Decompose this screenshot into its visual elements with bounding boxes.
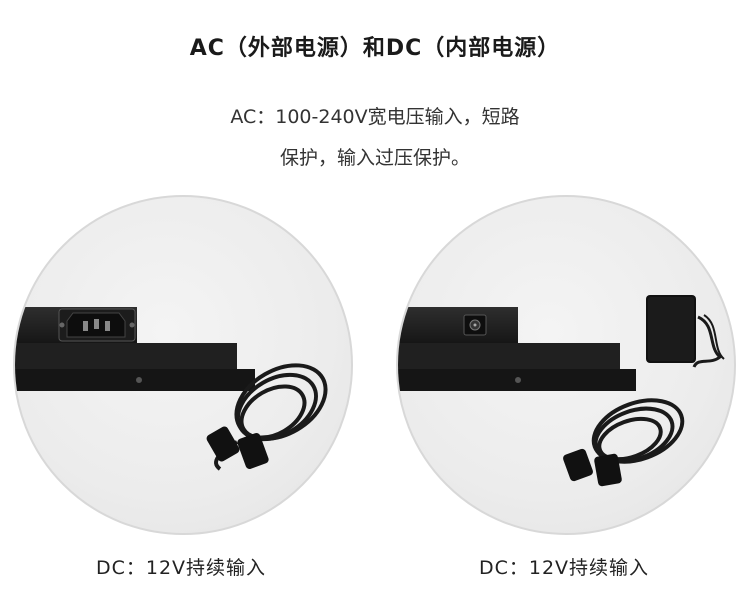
bezel-middle xyxy=(398,343,620,369)
power-cord-icon xyxy=(591,398,685,464)
ac-inlet-illustration xyxy=(15,307,328,471)
bezel-middle xyxy=(15,343,237,369)
description-line-2: 保护，输入过压保护。 xyxy=(279,147,470,169)
screw-icon xyxy=(136,377,142,383)
screw-icon xyxy=(515,377,521,383)
housing-top xyxy=(398,307,518,343)
dc-adapter-illustration xyxy=(398,295,725,487)
description-line-1: AC：100-240V宽电压输入，短路 xyxy=(230,106,520,128)
power-adapter-icon xyxy=(646,295,725,368)
caption-left: DC：12V持续输入 xyxy=(95,557,267,579)
bezel-bottom xyxy=(15,369,255,391)
plug-icon xyxy=(563,448,622,487)
ac-inlet-icon xyxy=(58,308,136,342)
dc-jack-icon xyxy=(463,314,487,336)
plug-icon xyxy=(206,426,269,470)
page-title: AC（外部电源）和DC（内部电源） xyxy=(189,36,561,61)
caption-right: DC：12V持续输入 xyxy=(478,557,650,579)
ac-inlet-photo xyxy=(13,195,353,535)
dc-adapter-photo xyxy=(396,195,736,535)
